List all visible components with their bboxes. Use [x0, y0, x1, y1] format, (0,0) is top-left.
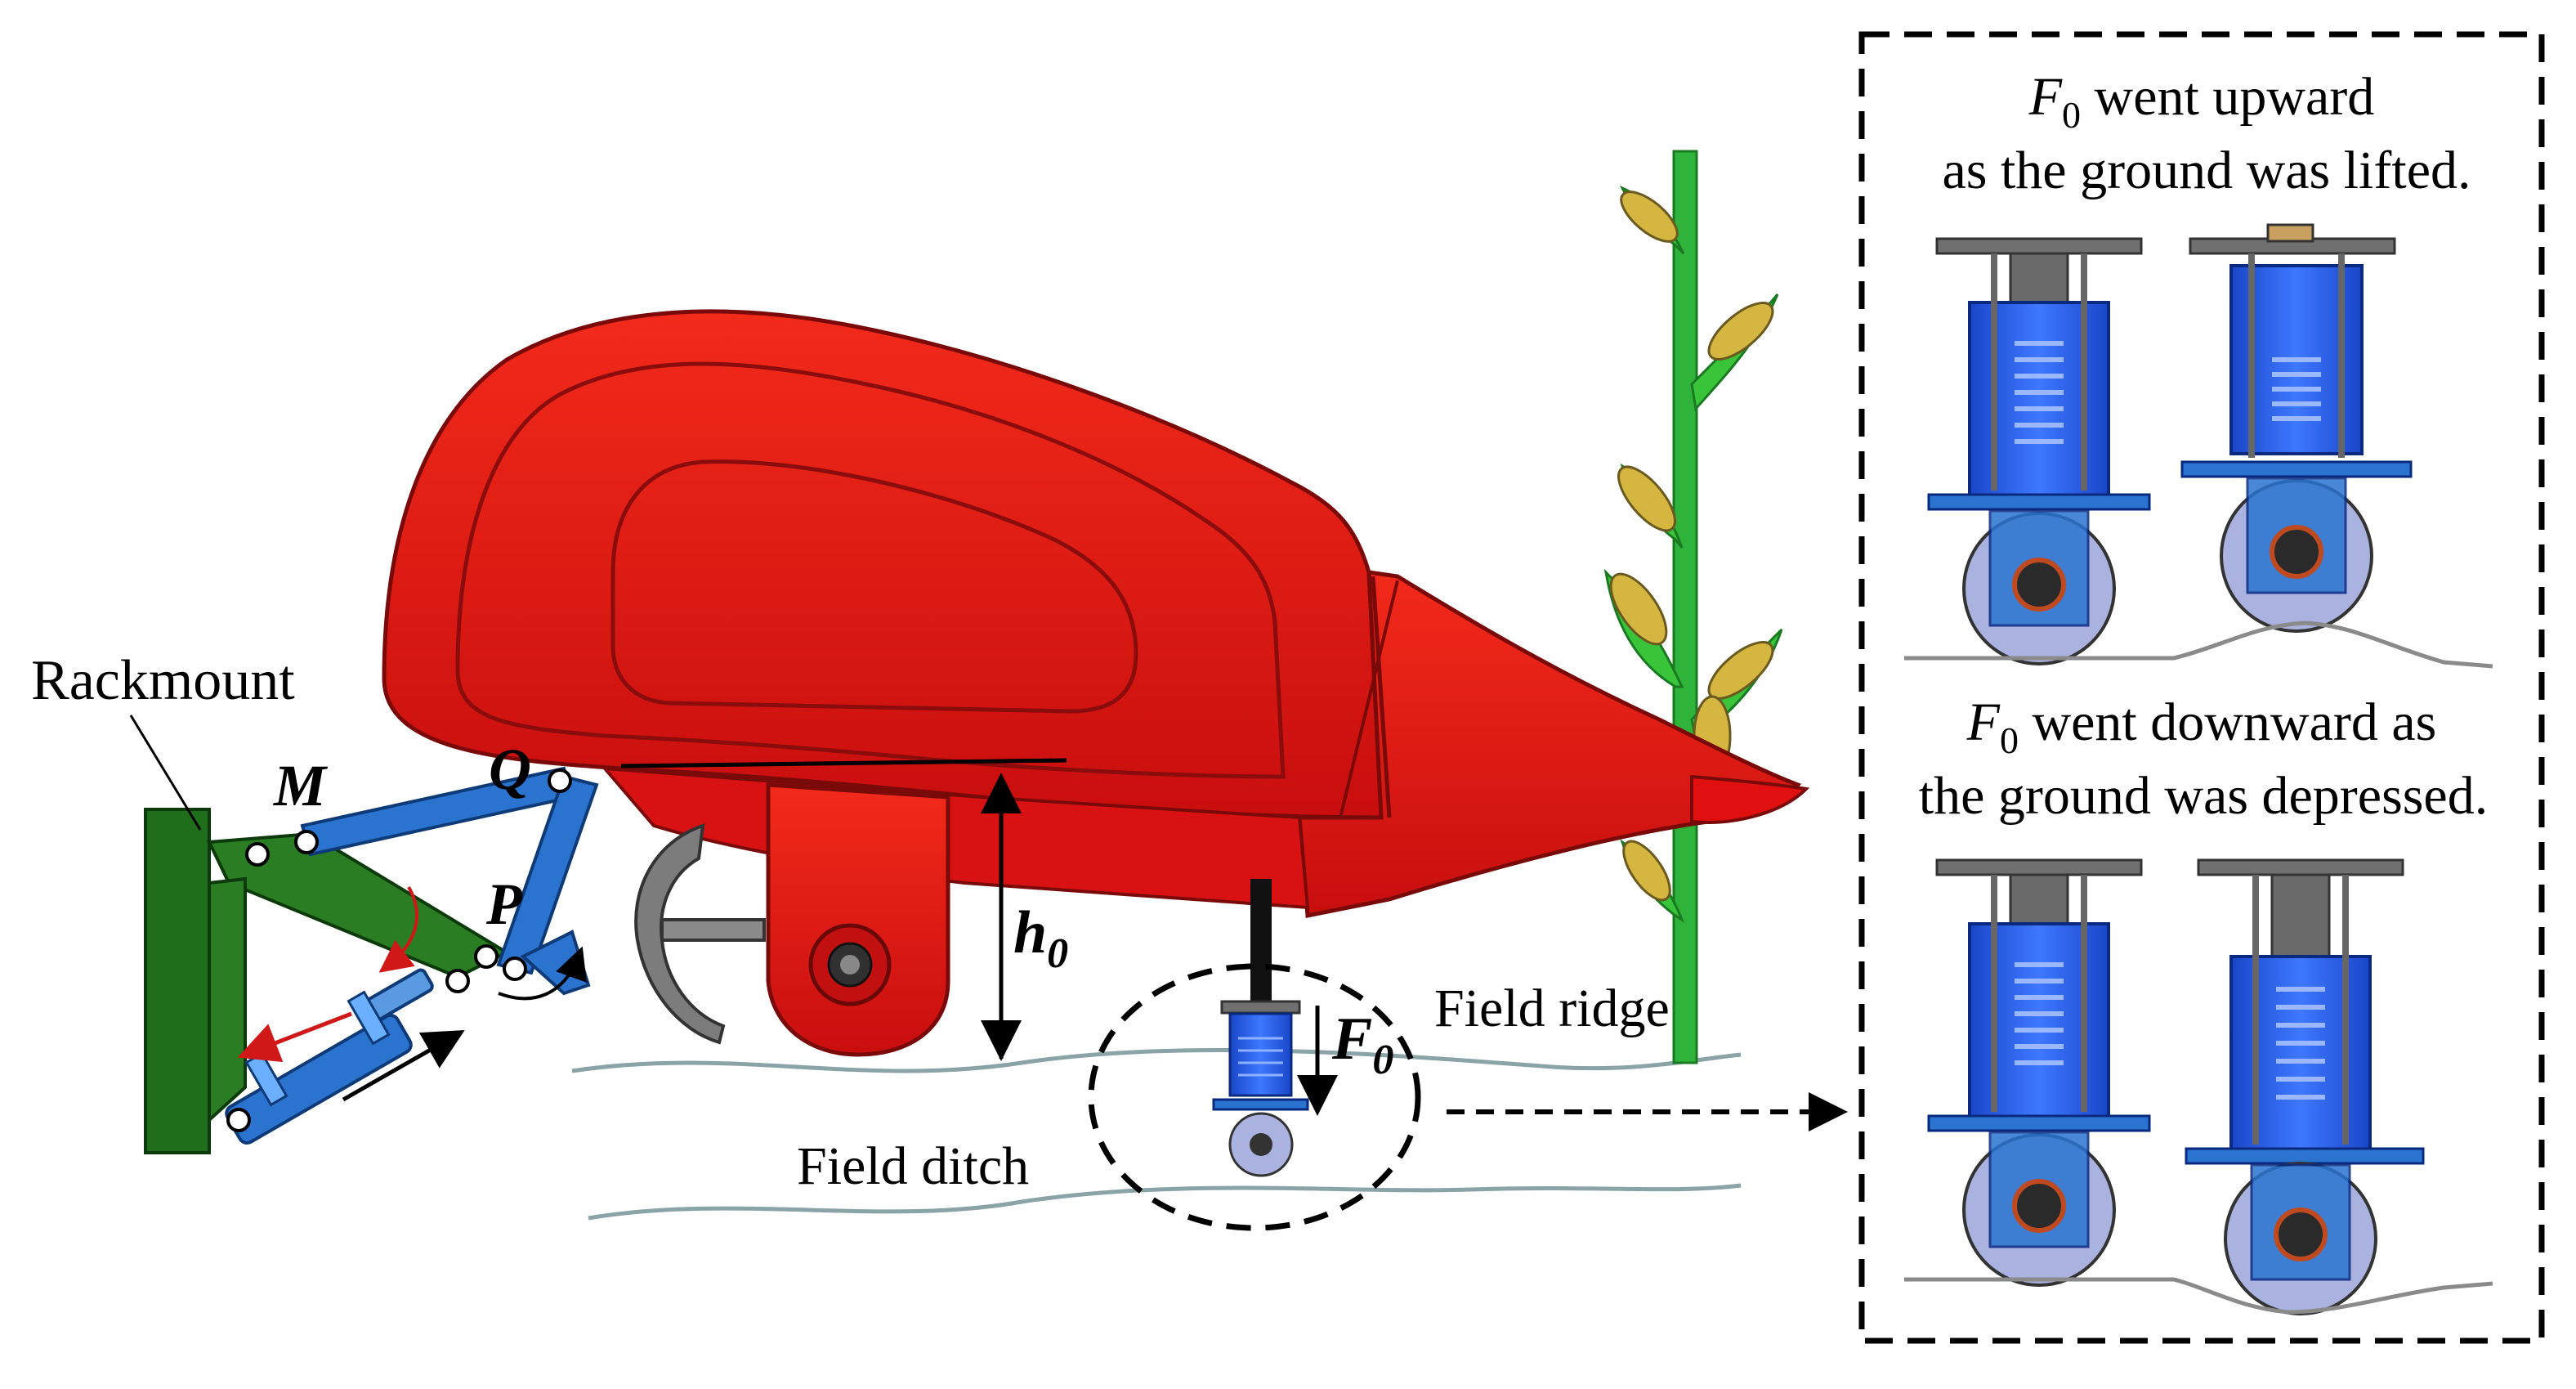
upward-f0-subscript: 0 [2062, 94, 2081, 136]
upward-f0-symbol: F [2028, 67, 2063, 127]
h0-reference-line [620, 758, 1067, 768]
sensor-unit-upward-before [1927, 237, 2151, 665]
f0-subscript: 0 [1372, 1037, 1393, 1083]
sensor-unit-downward-after [2185, 858, 2425, 1315]
corn-ear [1603, 568, 1684, 688]
lifted-ground-line [1904, 621, 2493, 669]
field-ditch-label: Field ditch [797, 1136, 1029, 1196]
downward-line1: went downward as [2019, 692, 2436, 752]
downward-line2: the ground was depressed. [1919, 766, 2488, 826]
linkage [225, 766, 599, 1145]
upward-line2: as the ground was lifted. [1942, 141, 2471, 200]
sensor-unit-upward-after [2180, 223, 2413, 633]
f0-force: F0 [1297, 1006, 1393, 1116]
downward-f0-symbol: F [1966, 692, 2001, 752]
depressed-ground-line [1904, 1277, 2493, 1315]
downward-f0-subscript: 0 [2000, 719, 2019, 761]
motion-arrows [237, 886, 587, 1102]
svg-text:h0: h0 [1013, 899, 1068, 977]
corn-stalk [1603, 150, 1783, 1064]
point-q-label: Q [489, 737, 531, 802]
point-m-label: M [273, 753, 329, 818]
rackmount-label: Rackmount [31, 649, 295, 712]
point-p-label: P [485, 871, 523, 937]
sensor-unit-downward-before [1927, 858, 2151, 1287]
upward-line1: went upward [2081, 67, 2374, 127]
f0-label: F [1331, 1006, 1372, 1073]
h0-dimension: h0 [981, 773, 1068, 1061]
corn-ear [1617, 463, 1684, 549]
field-ditch-ground-line [588, 1183, 1742, 1221]
inset-panel: F0 went upward as the ground was lifted. [1858, 31, 2545, 1344]
h0-label: h [1013, 899, 1047, 966]
svg-text:F0 went downward as: F0 went downward as [1966, 692, 2437, 761]
svg-text:F0 went upward: F0 went upward [2028, 67, 2375, 136]
ground-sensor [1212, 879, 1309, 1177]
hydraulic-cylinder [225, 968, 434, 1145]
gathering-claw [634, 823, 766, 1045]
header-body [382, 309, 1810, 1057]
svg-text:F0: F0 [1331, 1006, 1393, 1083]
rackmount-leader [129, 715, 202, 831]
corn-ear [1619, 186, 1685, 255]
h0-subscript: 0 [1047, 930, 1068, 977]
rackmount-frame [144, 808, 511, 1154]
sensor-detail-ellipse [1088, 963, 1421, 1231]
corn-ear [1690, 293, 1779, 412]
field-ridge-ground-line [571, 1047, 1742, 1073]
corn-ear [1620, 839, 1685, 923]
field-ridge-label: Field ridge [1434, 979, 1670, 1038]
